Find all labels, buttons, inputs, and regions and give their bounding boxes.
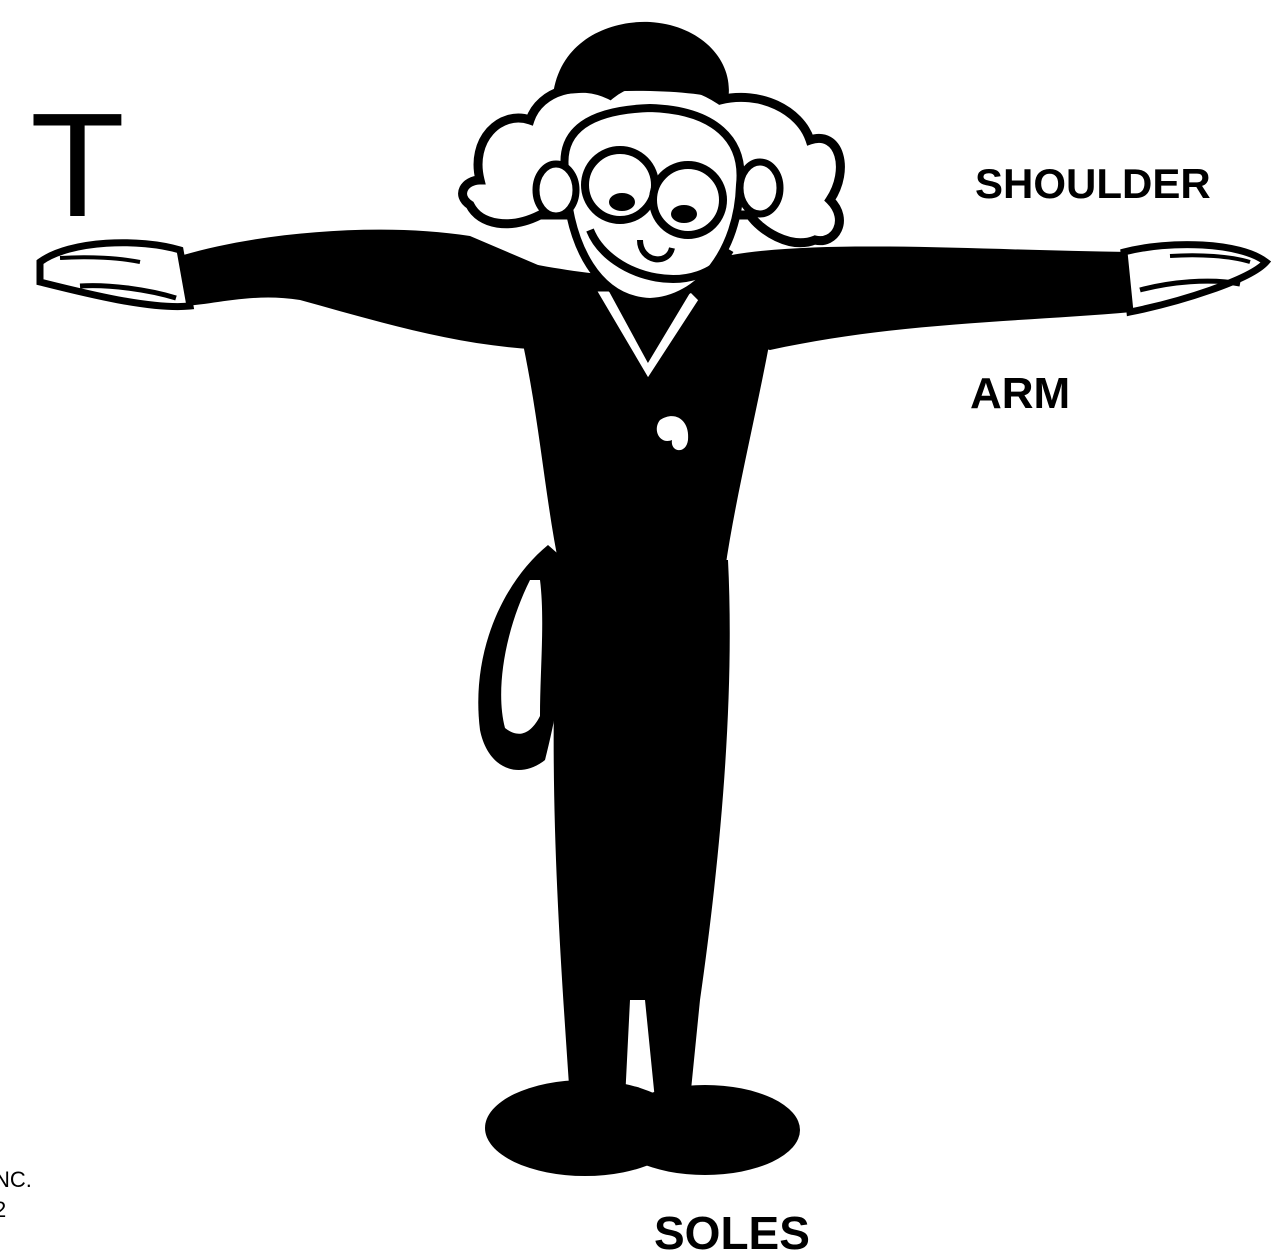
cap [553,22,729,100]
left-hand [40,243,190,307]
left-arm [180,230,560,350]
left-ear [536,164,576,216]
right-hand [1124,245,1266,312]
torso [520,262,770,570]
legs [554,560,730,1100]
left-eye [609,193,635,211]
right-ear [740,162,780,214]
right-shoe [610,1085,800,1175]
right-eye [671,205,697,223]
right-lens [653,165,723,235]
